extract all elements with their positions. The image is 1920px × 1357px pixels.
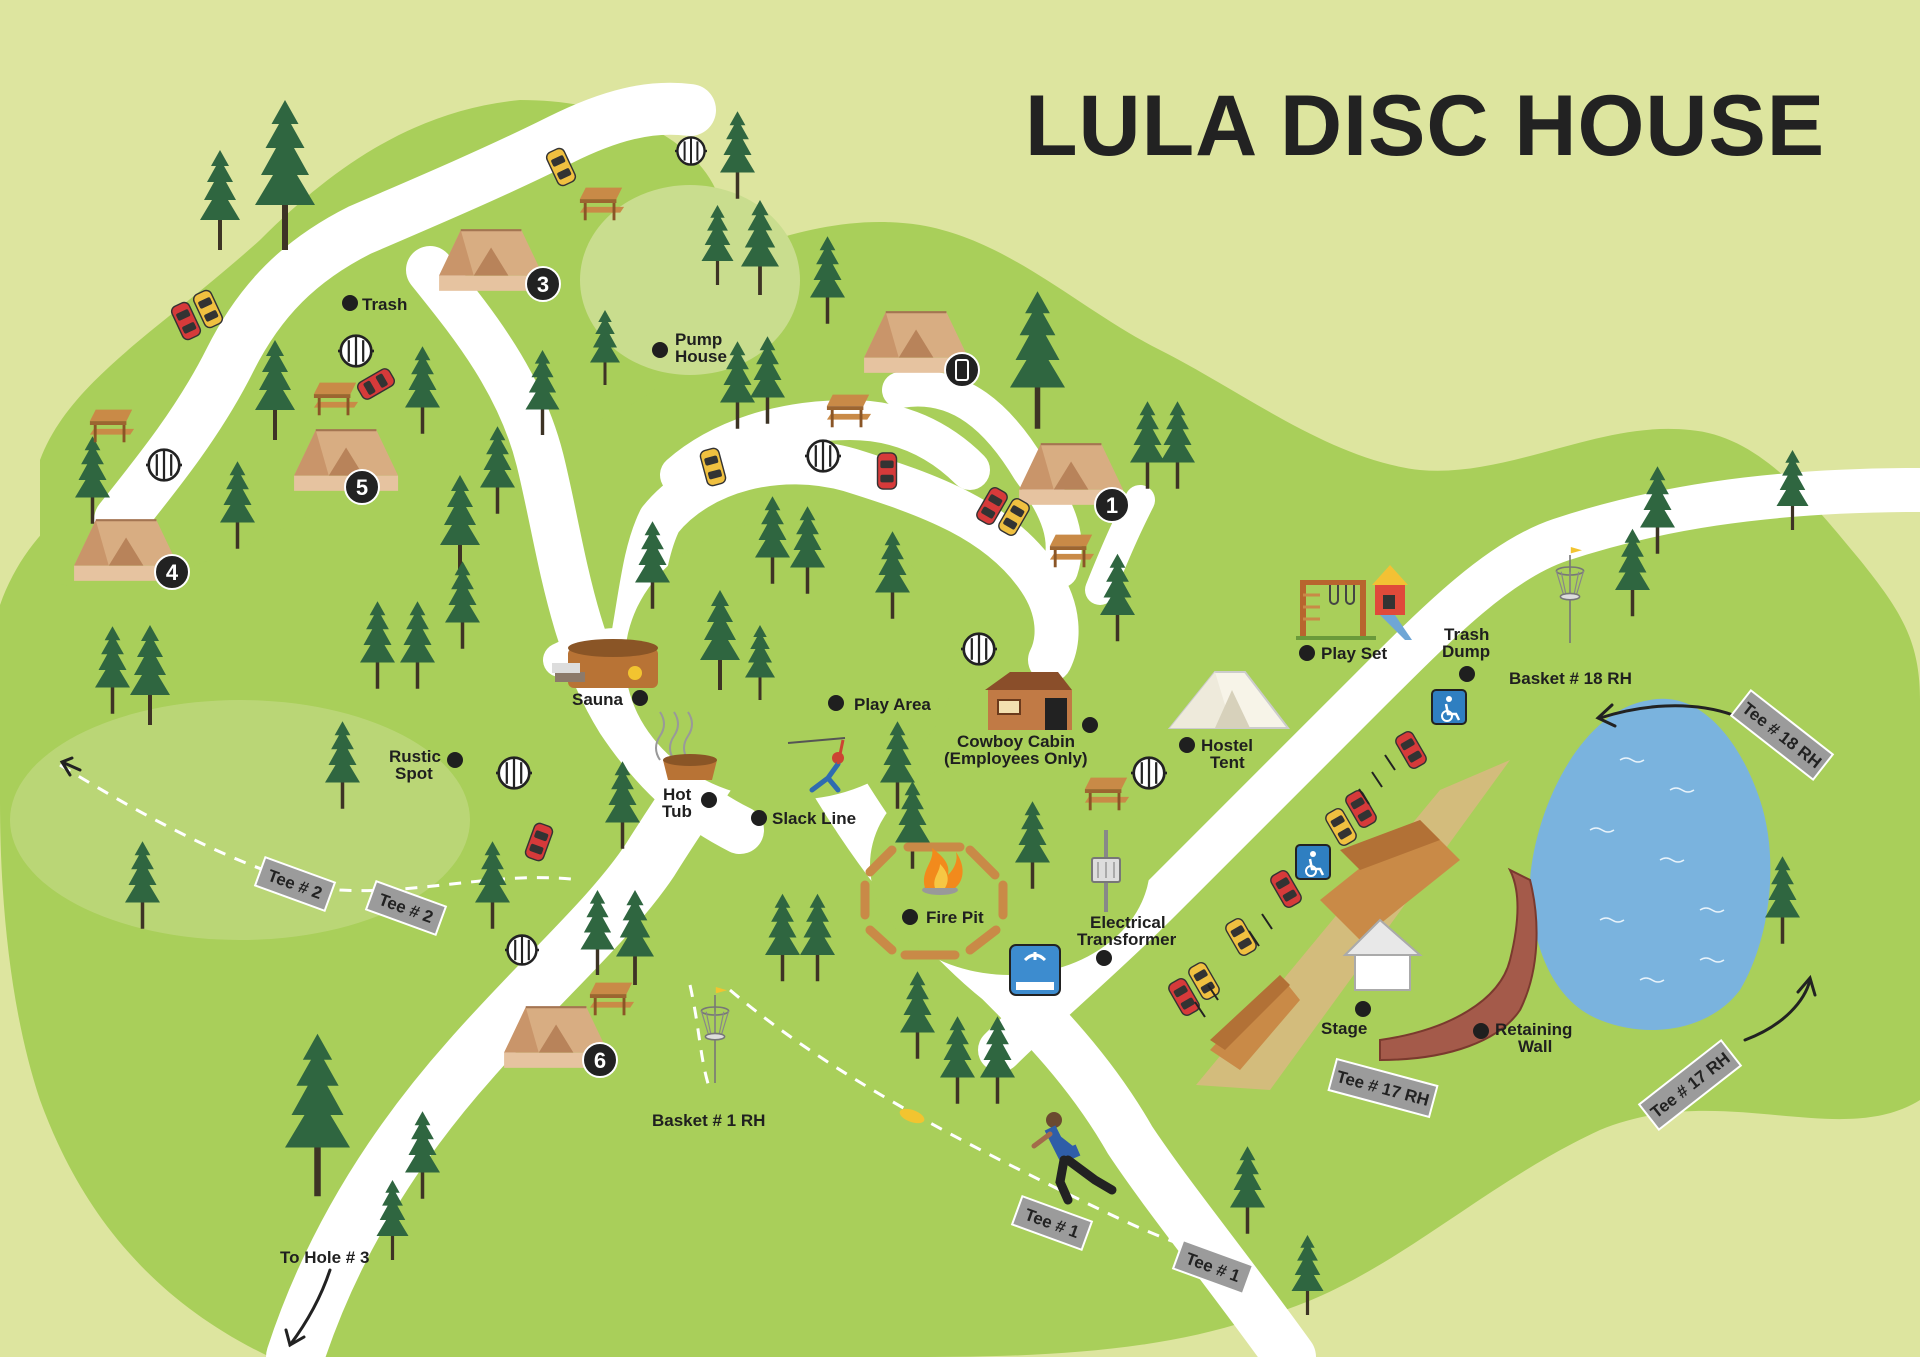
trash-label: Trash — [362, 295, 407, 314]
hot-tub-icon — [655, 711, 717, 780]
grill-icon — [675, 136, 707, 166]
hot-tub-label: Tub — [662, 802, 692, 821]
play-set-label: Play Set — [1321, 644, 1387, 663]
tent-marker-3[interactable]: 3 — [525, 266, 561, 302]
cowboy-cabin-label: (Employees Only) — [944, 749, 1088, 768]
grill-icon — [336, 334, 376, 368]
tee-badge[interactable]: Tee # 2 — [253, 855, 337, 913]
tent-number: 5 — [356, 475, 368, 500]
grill-icon — [144, 448, 184, 482]
inner-lawn — [625, 520, 955, 800]
trash-dump-label: Trash — [1444, 625, 1489, 644]
cabin-icon[interactable] — [985, 672, 1072, 730]
car-icon — [876, 452, 898, 490]
grill-icon — [959, 632, 999, 666]
retaining-wall-label: Wall — [1518, 1037, 1552, 1056]
slack-line-label: Slack Line — [772, 809, 856, 828]
bathhouse-icon — [1009, 944, 1061, 996]
slack-line-icon — [787, 737, 846, 793]
tent-marker-1[interactable]: 1 — [1094, 487, 1130, 523]
to-hole-3-label: To Hole # 3 — [280, 1248, 369, 1267]
playground-icon — [1296, 565, 1412, 640]
hostel-tent-icon — [1167, 671, 1291, 729]
direction-arrows — [59, 703, 1817, 1348]
campfire-icon — [860, 842, 1008, 960]
hostel-tent-label: Tent — [1210, 753, 1245, 772]
pump-house-label: House — [675, 347, 727, 366]
sauna-icon — [552, 639, 658, 688]
stage-label: Stage — [1321, 1019, 1367, 1038]
trash-dump-label: Dump — [1442, 642, 1490, 661]
retaining-wall-label: Retaining — [1495, 1020, 1572, 1039]
grill-icon — [1129, 756, 1169, 790]
rustic-spot-label: Spot — [395, 764, 433, 783]
tent-number: 3 — [537, 272, 549, 297]
page-title: LULA DISC HOUSE — [1025, 78, 1825, 174]
cowboy-cabin-label: Cowboy Cabin — [957, 732, 1075, 751]
sauna-label: Sauna — [572, 690, 624, 709]
pond — [1530, 698, 1771, 1030]
rustic-spot-label: Rustic — [389, 747, 441, 766]
hot-tub-label: Hot — [663, 785, 692, 804]
meadow-patch — [10, 700, 470, 940]
meadow-patch — [580, 185, 800, 375]
grill-icon — [503, 934, 541, 966]
pump-house-label: Pump — [675, 330, 722, 349]
accessible-parking-icon — [1295, 844, 1331, 880]
play-area-label: Play Area — [854, 695, 931, 714]
grass-hill — [40, 100, 733, 587]
stage-structure — [1196, 760, 1510, 1090]
hostel-tent-label: Hostel — [1201, 736, 1253, 755]
basket-18-label: Basket # 18 RH — [1509, 669, 1632, 688]
disc-golfer-icon — [1031, 1112, 1117, 1205]
phone-icon[interactable] — [944, 352, 980, 388]
electrical-transformer-label: Electrical — [1090, 913, 1166, 932]
basket-1-label: Basket # 1 RH — [652, 1111, 765, 1130]
tent-marker-4[interactable]: 4 — [154, 554, 190, 590]
frisbee-icon — [899, 1108, 925, 1124]
tent-number: 6 — [594, 1048, 606, 1073]
accessible-parking-icon — [1431, 689, 1467, 725]
retaining-wall — [1379, 867, 1538, 1062]
transformer-icon — [1091, 830, 1121, 912]
tent-marker-6[interactable]: 6 — [582, 1042, 618, 1078]
electrical-transformer-label: Transformer — [1077, 930, 1177, 949]
tent-number: 1 — [1106, 493, 1118, 518]
inner-lawn — [870, 755, 1150, 975]
tent-marker-5[interactable]: 5 — [344, 469, 380, 505]
location-dots — [342, 295, 1489, 1039]
fire-pit-label: Fire Pit — [926, 908, 984, 927]
grill-icon — [803, 439, 843, 473]
tent-number: 4 — [166, 560, 179, 585]
grill-icon — [494, 756, 534, 790]
pond-ripples — [1589, 757, 1725, 983]
